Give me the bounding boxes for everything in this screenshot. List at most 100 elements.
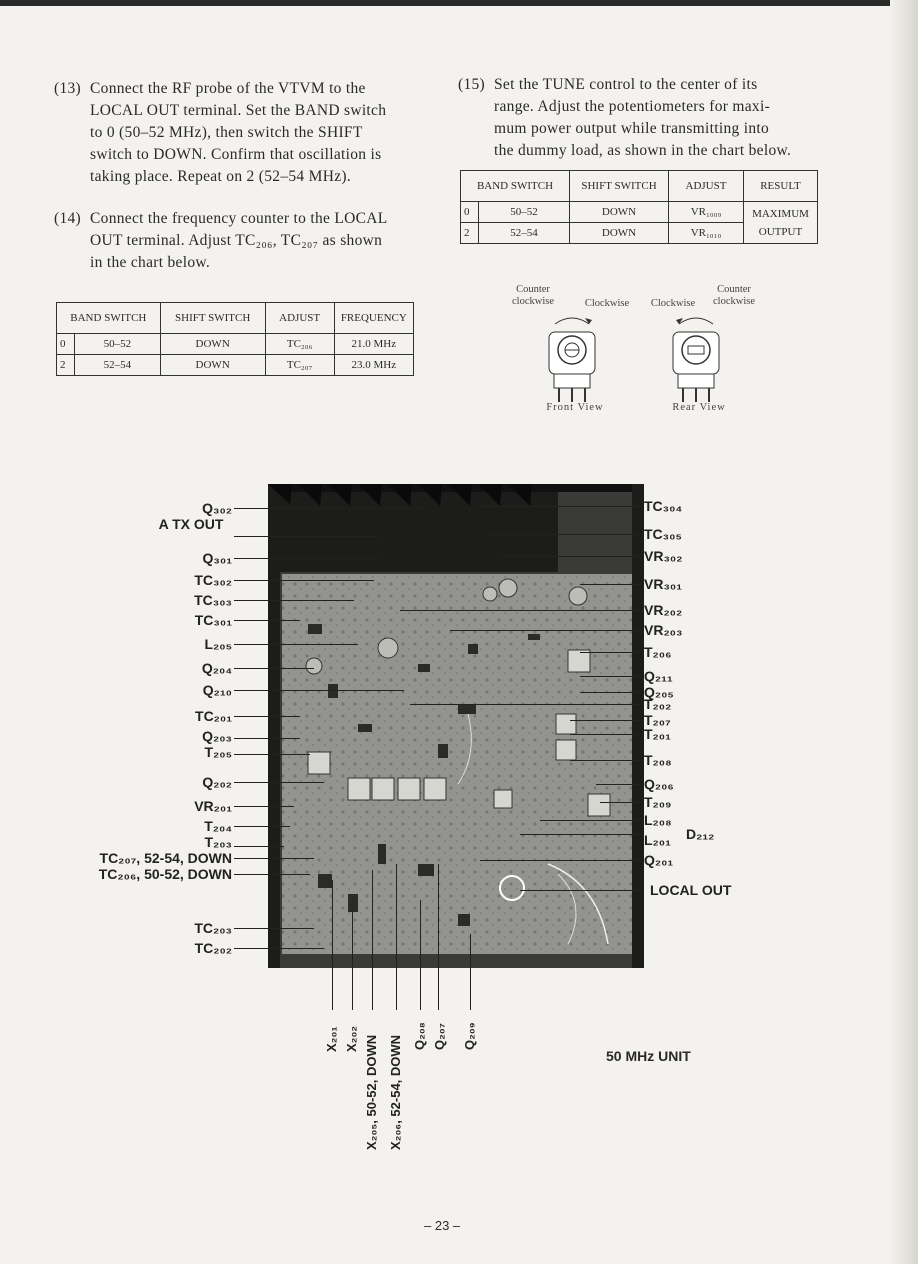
label-local-out: LOCAL OUT bbox=[650, 882, 732, 898]
table-header: ADJUST bbox=[264, 302, 335, 334]
leader-line bbox=[234, 858, 314, 859]
table-header: FREQUENCY bbox=[333, 302, 415, 334]
label-x206: X₂₀₆, 52-54, DOWN bbox=[388, 1034, 403, 1150]
table-cell: DOWN bbox=[159, 333, 266, 355]
table-cell: VR₁₀₀₉ bbox=[668, 201, 744, 223]
leader-line bbox=[234, 600, 354, 601]
leader-line bbox=[480, 860, 640, 861]
paragraph-number: (14) bbox=[54, 210, 82, 227]
paragraph-line: Connect the frequency counter to the LOC… bbox=[90, 210, 388, 227]
label-q206: Q₂₀₆ bbox=[644, 776, 674, 792]
page-edge-shadow bbox=[890, 0, 918, 1264]
label-q202: Q₂₀₂ bbox=[202, 774, 232, 790]
label-q201: Q₂₀₁ bbox=[644, 852, 674, 868]
leader-line bbox=[234, 846, 284, 847]
table-cell: 50–52 bbox=[74, 333, 161, 355]
leader-line bbox=[570, 734, 640, 735]
label-tc206: TC₂₀₆, 50-52, DOWN bbox=[98, 866, 232, 882]
result-line: MAXIMUM bbox=[752, 207, 809, 220]
label-x205: X₂₀₅, 50-52, DOWN bbox=[364, 1034, 379, 1150]
leader-line bbox=[450, 630, 640, 631]
paragraph-14: (14) Connect the frequency counter to th… bbox=[54, 208, 424, 276]
leader-line bbox=[234, 806, 294, 807]
leader-line bbox=[234, 716, 300, 717]
table-header: SHIFT SWITCH bbox=[159, 302, 266, 334]
leader-line bbox=[234, 782, 324, 783]
potentiometer-drawing bbox=[548, 317, 720, 402]
leader-line bbox=[234, 690, 404, 691]
table-cell: DOWN bbox=[569, 201, 669, 223]
table-cell: TC₂₀₆ bbox=[264, 333, 335, 355]
label-d212: D₂₁₂ bbox=[686, 826, 715, 842]
label-q204: Q₂₀₄ bbox=[201, 660, 232, 676]
leader-line bbox=[234, 874, 310, 875]
label-tc202: TC₂₀₂ bbox=[194, 940, 232, 956]
table-cell: TC₂₀₇ bbox=[264, 354, 335, 376]
label-l201: L₂₀₁ bbox=[644, 832, 671, 848]
paragraph-line: range. Adjust the potentiometers for max… bbox=[494, 98, 771, 115]
label-t203: T₂₀₃ bbox=[204, 834, 232, 850]
label-tc304: TC₃₀₄ bbox=[644, 498, 683, 514]
front-view-caption: Front View bbox=[546, 402, 604, 413]
paragraph-15: (15) Set the TUNE control to the center … bbox=[458, 74, 828, 164]
leader-line bbox=[234, 826, 290, 827]
leader-line bbox=[410, 704, 640, 705]
table-cell: 52–54 bbox=[74, 354, 161, 376]
frequency-table: BAND SWITCH SHIFT SWITCH ADJUST FREQUENC… bbox=[56, 302, 415, 376]
leader-line bbox=[438, 864, 439, 1010]
leader-line bbox=[596, 784, 640, 785]
leader-line bbox=[520, 834, 640, 835]
potentiometer-figure: Counter clockwise Clockwise Clockwise Co… bbox=[505, 282, 765, 417]
paragraph-13: (13) Connect the RF probe of the VTVM to… bbox=[54, 78, 424, 190]
label-tc305: TC₃₀₅ bbox=[644, 526, 682, 542]
label-t205: T₂₀₅ bbox=[204, 744, 232, 760]
paragraph-line: the dummy load, as shown in the chart be… bbox=[494, 142, 792, 159]
leader-line bbox=[234, 644, 358, 645]
power-table: BAND SWITCH SHIFT SWITCH ADJUST RESULT 0… bbox=[460, 170, 818, 244]
label-tx-out: A TX OUT bbox=[158, 516, 224, 532]
label-l208: L₂₀₈ bbox=[644, 812, 672, 828]
table-header: BAND SWITCH bbox=[56, 302, 161, 334]
leader-line bbox=[490, 534, 640, 535]
front-cw-label: Clockwise bbox=[584, 298, 630, 309]
leader-line bbox=[480, 506, 640, 507]
label-tc203: TC₂₀₃ bbox=[194, 920, 232, 936]
front-view-pot bbox=[548, 331, 596, 402]
leader-line bbox=[420, 900, 421, 1010]
rear-cw-label: Clockwise bbox=[650, 298, 696, 309]
table-cell: VR₁₀₁₀ bbox=[668, 222, 744, 244]
leader-line bbox=[234, 668, 314, 669]
leader-line bbox=[570, 720, 640, 721]
leader-line bbox=[332, 880, 333, 1010]
label-t204: T₂₀₄ bbox=[204, 818, 232, 834]
label-q210: Q₂₁₀ bbox=[202, 682, 232, 698]
table-cell: 23.0 MHz bbox=[333, 354, 415, 376]
label-x202: X₂₀₂ bbox=[344, 1025, 359, 1052]
label-l205: L₂₀₅ bbox=[204, 636, 232, 652]
paragraph-line: switch to DOWN. Confirm that oscillation… bbox=[90, 146, 382, 163]
table-cell: 0 bbox=[56, 333, 75, 355]
paragraph-line: Connect the RF probe of the VTVM to the bbox=[90, 80, 366, 97]
paragraph-line: OUT terminal. Adjust TC₂₀₆, TC₂₀₇ as sho… bbox=[90, 232, 383, 249]
page-number: – 23 – bbox=[424, 1218, 461, 1233]
leader-line bbox=[234, 738, 300, 739]
label-t206: T₂₀₆ bbox=[644, 644, 672, 660]
table-cell: 52–54 bbox=[478, 222, 570, 244]
paragraph-number: (13) bbox=[54, 80, 82, 97]
rear-view-pot bbox=[672, 331, 720, 402]
label-q302: Q₃₀₂ bbox=[202, 500, 232, 516]
paragraph-line: to 0 (50–52 MHz), then switch the SHIFT bbox=[90, 124, 363, 141]
leader-line bbox=[234, 558, 378, 559]
leader-line bbox=[540, 820, 640, 821]
label-tc207: TC₂₀₇, 52-54, DOWN bbox=[99, 850, 232, 866]
leader-line bbox=[234, 928, 314, 929]
leader-line bbox=[580, 652, 640, 653]
leader-line bbox=[234, 580, 374, 581]
label-q207: Q₂₀₇ bbox=[432, 1023, 447, 1050]
rear-view-caption: Rear View bbox=[672, 402, 726, 413]
label-q211: Q₂₁₁ bbox=[644, 668, 673, 684]
leader-line bbox=[234, 620, 300, 621]
label-t207: T₂₀₇ bbox=[644, 712, 671, 728]
table-cell: 2 bbox=[56, 354, 75, 376]
leader-line bbox=[396, 864, 397, 1010]
